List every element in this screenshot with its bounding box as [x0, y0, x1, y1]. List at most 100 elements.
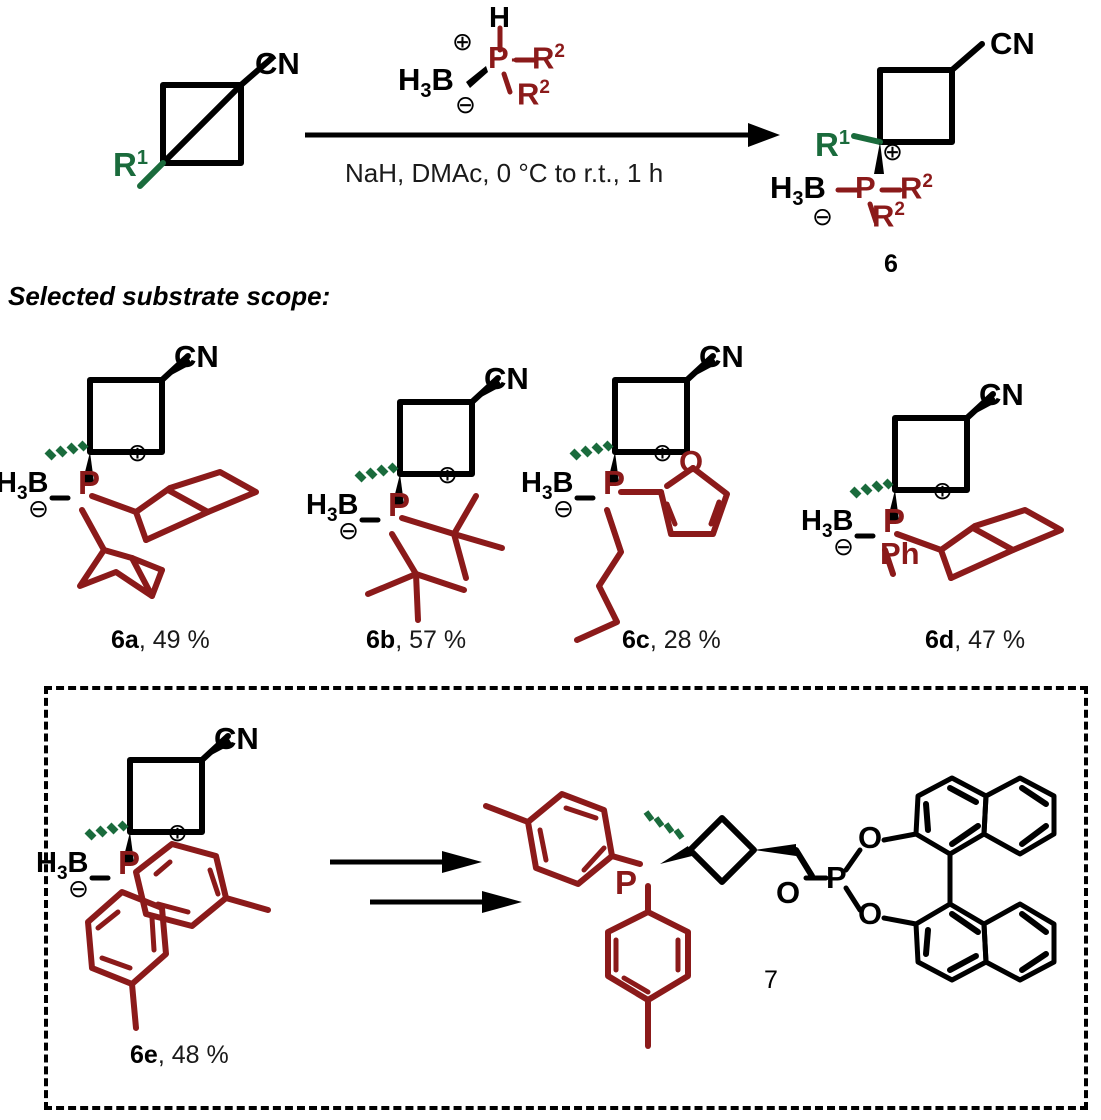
compound-6e-plus-charge: ⊕: [167, 819, 188, 847]
product-r2-bottom-label: R2: [872, 200, 905, 231]
reagent-r2-right-letter: R: [532, 40, 555, 76]
compound-6d-p-label: P: [883, 502, 906, 539]
product-r1-letter: R: [815, 126, 839, 163]
compound-7-p-phosphine-label: P: [615, 864, 638, 901]
reagent-r2-bottom-superscript: 2: [539, 77, 550, 98]
compound-7-linker-oxygen-label: O: [776, 875, 801, 910]
compound-6d-plus-charge: ⊕: [932, 477, 953, 505]
compound-6b-id: 6b: [366, 626, 396, 654]
compound-6e-h3b-b: B: [67, 847, 89, 879]
compound-6c-yield: , 28 %: [649, 626, 721, 654]
compound-6a-h3b-b: B: [27, 467, 49, 499]
compound-6e-h3b-subscript: 3: [56, 862, 68, 884]
reagent-r2-right-label: R2: [532, 42, 565, 73]
compound-6b-yield: , 57 %: [395, 626, 467, 654]
product-cn-label: CN: [990, 26, 1035, 61]
compound-6d-cn-label: CN: [979, 377, 1024, 412]
reagent-h3b-b: B: [431, 62, 454, 97]
compound-7-phosphite-p-label: P: [826, 860, 847, 895]
compound-6c-id: 6c: [622, 626, 650, 654]
reagent-h3b-subscript: 3: [420, 80, 432, 103]
compound-6a-caption: 6a, 49 %: [111, 628, 210, 653]
reagent-r2-bottom-label: R2: [517, 78, 550, 109]
reaction-conditions-label: NaH, DMAc, 0 °C to r.t., 1 h: [345, 158, 664, 188]
product-r2-bottom-letter: R: [872, 198, 895, 234]
reagent-h-label: H: [489, 2, 510, 34]
product-h3b-h: H: [770, 170, 793, 205]
compound-6d-h3b-h: H: [801, 505, 822, 537]
compound-6c-cn-label: CN: [699, 339, 744, 374]
substrate-bicyclobutane-structure: [137, 55, 275, 189]
product-r2-right-label: R2: [900, 172, 933, 203]
compound-6d-h3b-subscript: 3: [821, 520, 833, 542]
compound-6b-p-label: P: [388, 486, 411, 523]
product-h3b-label: H3B: [770, 172, 826, 209]
compound-6e-h3b-label: H3B: [36, 849, 88, 883]
compound-6d-ph-label: Ph: [880, 536, 920, 571]
compound-6c-plus-charge: ⊕: [652, 439, 673, 467]
compound-6c-caption: 6c, 28 %: [622, 628, 721, 653]
compound-6c-h3b-label: H3B: [521, 469, 573, 503]
reagent-phosphine-borane-bonds: [466, 25, 537, 95]
compound-6a-h3b-label: H3B: [0, 469, 48, 503]
compound-6c-minus-charge: ⊖: [553, 495, 574, 523]
product-h3b-subscript: 3: [792, 188, 804, 211]
compound-6d-h3b-b: B: [832, 505, 854, 537]
reagent-h3b-label: H3B: [398, 64, 454, 101]
compound-6d-yield: , 47 %: [954, 626, 1026, 654]
compound-6c-furan-oxygen-label: O: [679, 444, 704, 479]
product-r1-label: R1: [815, 128, 850, 161]
compound-6e-yield: , 48 %: [157, 1041, 229, 1069]
compound-7-phosphite-o-bottom-label: O: [858, 896, 883, 931]
reagent-h3b-h: H: [398, 62, 421, 97]
reagent-minus-charge: ⊖: [455, 91, 476, 119]
compound-6d-caption: 6d, 47 %: [925, 628, 1025, 653]
compound-6a-p-label: P: [78, 464, 101, 501]
product-r2-bottom-superscript: 2: [894, 199, 905, 220]
product-minus-charge: ⊖: [812, 203, 833, 231]
substrate-cn-label: CN: [255, 46, 300, 81]
product-plus-charge: ⊕: [882, 138, 903, 166]
main-reaction-arrow: [305, 123, 780, 147]
compound-6a-h3b-subscript: 3: [16, 482, 28, 504]
compound-6b-h3b-b: B: [337, 489, 359, 521]
compound-6e-cn-label: CN: [214, 721, 259, 756]
product-6-structure: [835, 41, 985, 225]
compound-6b-structure: [354, 375, 505, 623]
reagent-r2-right-superscript: 2: [554, 41, 565, 62]
compound-6e-minus-charge: ⊖: [68, 875, 89, 903]
compound-6e-p-label: P: [118, 844, 141, 881]
compound-6b-minus-charge: ⊖: [338, 517, 359, 545]
compound-6b-plus-charge: ⊕: [437, 461, 458, 489]
derivatization-double-arrow: [330, 851, 522, 913]
compound-6b-h3b-label: H3B: [306, 491, 358, 525]
compound-7-binol-phosphite-structure: [803, 775, 1057, 983]
product-p-label: P: [855, 170, 876, 205]
product-r2-right-superscript: 2: [922, 171, 933, 192]
compound-6b-caption: 6b, 57 %: [366, 628, 466, 653]
compound-6c-h3b-h: H: [521, 467, 542, 499]
compound-6a-structure: [44, 353, 259, 599]
compound-6b-cn-label: CN: [484, 361, 529, 396]
compound-7-phosphite-o-top-label: O: [858, 820, 883, 855]
scope-title: Selected substrate scope:: [8, 281, 331, 311]
compound-6d-minus-charge: ⊖: [833, 533, 854, 561]
compound-7-number: 7: [764, 966, 778, 994]
compound-6d-structure: [849, 391, 1064, 581]
compound-6e-id: 6e: [130, 1041, 158, 1069]
compound-6a-id: 6a: [111, 626, 139, 654]
reagent-r2-bottom-letter: R: [517, 76, 540, 112]
compound-6d-h3b-label: H3B: [801, 507, 853, 541]
compound-6c-h3b-b: B: [552, 467, 574, 499]
product-r1-superscript: 1: [838, 127, 850, 149]
substrate-r1-letter: R: [113, 146, 137, 183]
compound-6e-h3b-h: H: [36, 847, 57, 879]
compound-6d-id: 6d: [925, 626, 955, 654]
compound-6a-h3b-h: H: [0, 467, 17, 499]
compound-7-phosphine-fragment: [483, 791, 815, 1049]
reagent-p-r2-bond-dash: –: [511, 40, 529, 75]
compound-6a-yield: , 49 %: [138, 626, 210, 654]
compound-6b-h3b-subscript: 3: [326, 504, 338, 526]
reagent-plus-charge: ⊕: [452, 28, 473, 56]
